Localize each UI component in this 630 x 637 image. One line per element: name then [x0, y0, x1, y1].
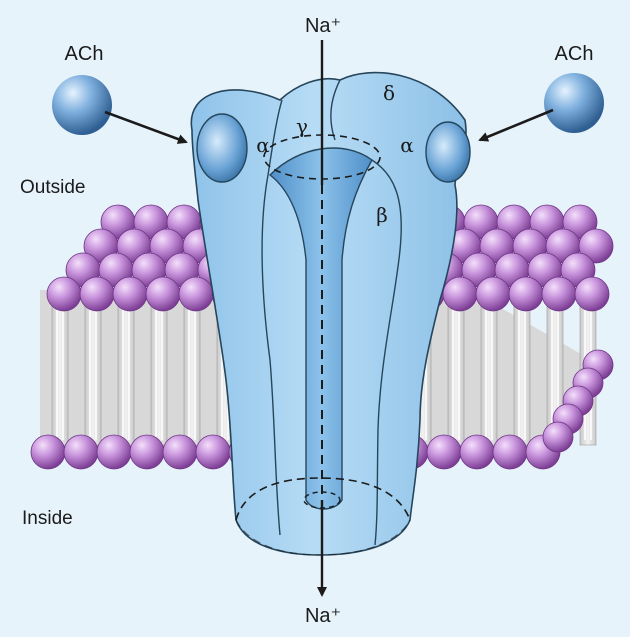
lipid-head: [460, 435, 494, 469]
receptor-channel: [191, 73, 470, 555]
lipid-head: [543, 422, 573, 452]
na-ion-label-top: Na⁺: [305, 15, 341, 37]
inside-label: Inside: [22, 508, 73, 529]
subunit-label-alpha-right: α: [400, 133, 414, 157]
lipid-head: [113, 277, 147, 311]
lipid-head: [575, 277, 609, 311]
lipid-head: [163, 435, 197, 469]
lipid-tail: [52, 300, 68, 445]
lipid-head: [509, 277, 543, 311]
lipid-head: [493, 435, 527, 469]
ach-binding-pocket-left: [197, 114, 247, 182]
ach-label-right: ACh: [555, 43, 594, 65]
na-ion-label-bottom: Na⁺: [305, 605, 341, 627]
lipid-head: [97, 435, 131, 469]
lipid-head: [31, 435, 65, 469]
lipid-head: [443, 277, 477, 311]
lipid-head: [130, 435, 164, 469]
lipid-head: [47, 277, 81, 311]
lipid-tail: [448, 300, 464, 445]
lipid-head: [179, 277, 213, 311]
lipid-head: [542, 277, 576, 311]
lipid-tail: [184, 300, 200, 445]
subunit-label-delta: δ: [383, 81, 395, 105]
lipid-head: [64, 435, 98, 469]
lipid-head: [427, 435, 461, 469]
lipid-tail: [118, 300, 134, 445]
lipid-head: [476, 277, 510, 311]
subunit-label-beta: β: [376, 203, 388, 227]
outside-label: Outside: [20, 177, 85, 198]
binding-arrow-right-icon: [480, 110, 553, 140]
ach-label-left: ACh: [65, 43, 104, 65]
lipid-tail: [85, 300, 101, 445]
ach-binding-pocket-right: [426, 122, 470, 182]
lipid-head: [196, 435, 230, 469]
binding-arrow-left-icon: [105, 112, 186, 142]
subunit-label-alpha-left: α: [256, 133, 270, 157]
ach-molecule-right-icon: [544, 73, 604, 133]
lipid-head: [80, 277, 114, 311]
ach-molecule-left-icon: [52, 75, 112, 135]
lipid-head: [146, 277, 180, 311]
subunit-label-gamma: γ: [296, 114, 308, 138]
lipid-tail: [514, 300, 530, 445]
lipid-tail: [151, 300, 167, 445]
lipid-tail: [481, 300, 497, 445]
